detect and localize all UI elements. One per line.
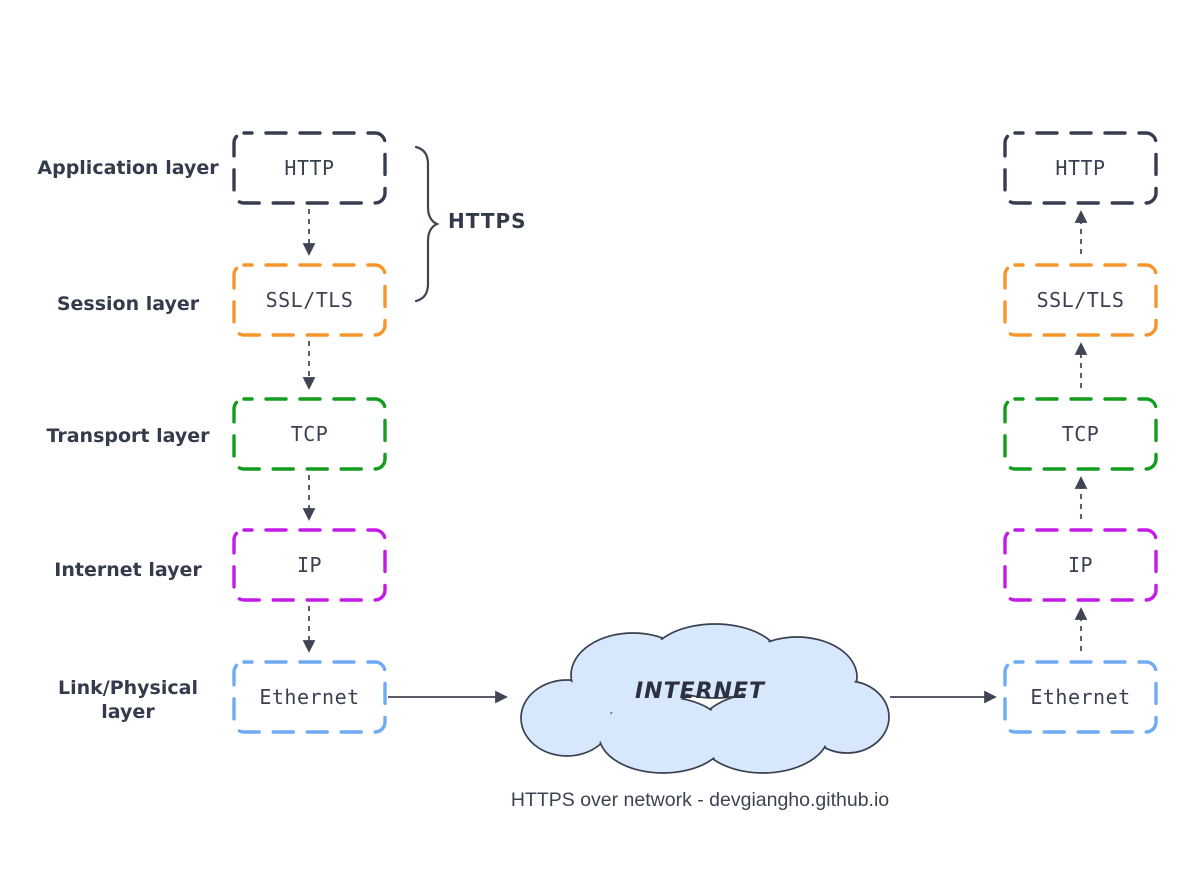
layer-label-transport: Transport layer: [46, 425, 210, 447]
protocol-label-ethernet: Ethernet: [259, 685, 360, 709]
layer-label-application: Application layer: [37, 157, 219, 179]
protocol-label-http: HTTP: [1055, 156, 1106, 180]
protocol-box-ip-left: IP: [232, 528, 387, 602]
diagram-caption: HTTPS over network - devgiangho.github.i…: [510, 789, 890, 811]
protocol-label-ip: IP: [296, 553, 323, 577]
layer-label-link-physical: Link/Physical layer: [58, 677, 198, 723]
protocol-label-http: HTTP: [284, 156, 335, 180]
dashed-border: [232, 263, 387, 337]
protocol-label-ssl: SSL/TLS: [1036, 288, 1125, 312]
protocol-box-ssl-right: SSL/TLS: [1003, 263, 1158, 337]
https-brace: [414, 145, 440, 303]
protocol-label-ssl: SSL/TLS: [265, 288, 354, 312]
dashed-border: [1003, 397, 1158, 471]
internet-cloud: [520, 623, 890, 774]
protocol-label-ethernet: Ethernet: [1030, 685, 1131, 709]
layer-label-internet: Internet layer: [54, 559, 202, 581]
protocol-box-tcp-right: TCP: [1003, 397, 1158, 471]
protocol-box-http-left: HTTP: [232, 131, 387, 205]
internet-cloud-label: INTERNET: [634, 679, 766, 704]
dashed-border: [232, 131, 387, 205]
protocol-box-ip-right: IP: [1003, 528, 1158, 602]
layer-label-session: Session layer: [56, 293, 200, 315]
dashed-border: [1003, 263, 1158, 337]
protocol-box-ssl-left: SSL/TLS: [232, 263, 387, 337]
dashed-border: [232, 660, 387, 734]
https-group-label: HTTPS: [448, 209, 527, 233]
protocol-label-ip: IP: [1067, 553, 1094, 577]
protocol-box-ethernet-left: Ethernet: [232, 660, 387, 734]
dashed-border: [1003, 131, 1158, 205]
dashed-border: [1003, 660, 1158, 734]
dashed-border: [232, 397, 387, 471]
protocol-label-tcp: TCP: [1061, 422, 1100, 446]
dashed-border: [232, 528, 387, 602]
protocol-box-tcp-left: TCP: [232, 397, 387, 471]
protocol-label-tcp: TCP: [290, 422, 329, 446]
dashed-border: [1003, 528, 1158, 602]
protocol-box-ethernet-right: Ethernet: [1003, 660, 1158, 734]
protocol-box-http-right: HTTP: [1003, 131, 1158, 205]
